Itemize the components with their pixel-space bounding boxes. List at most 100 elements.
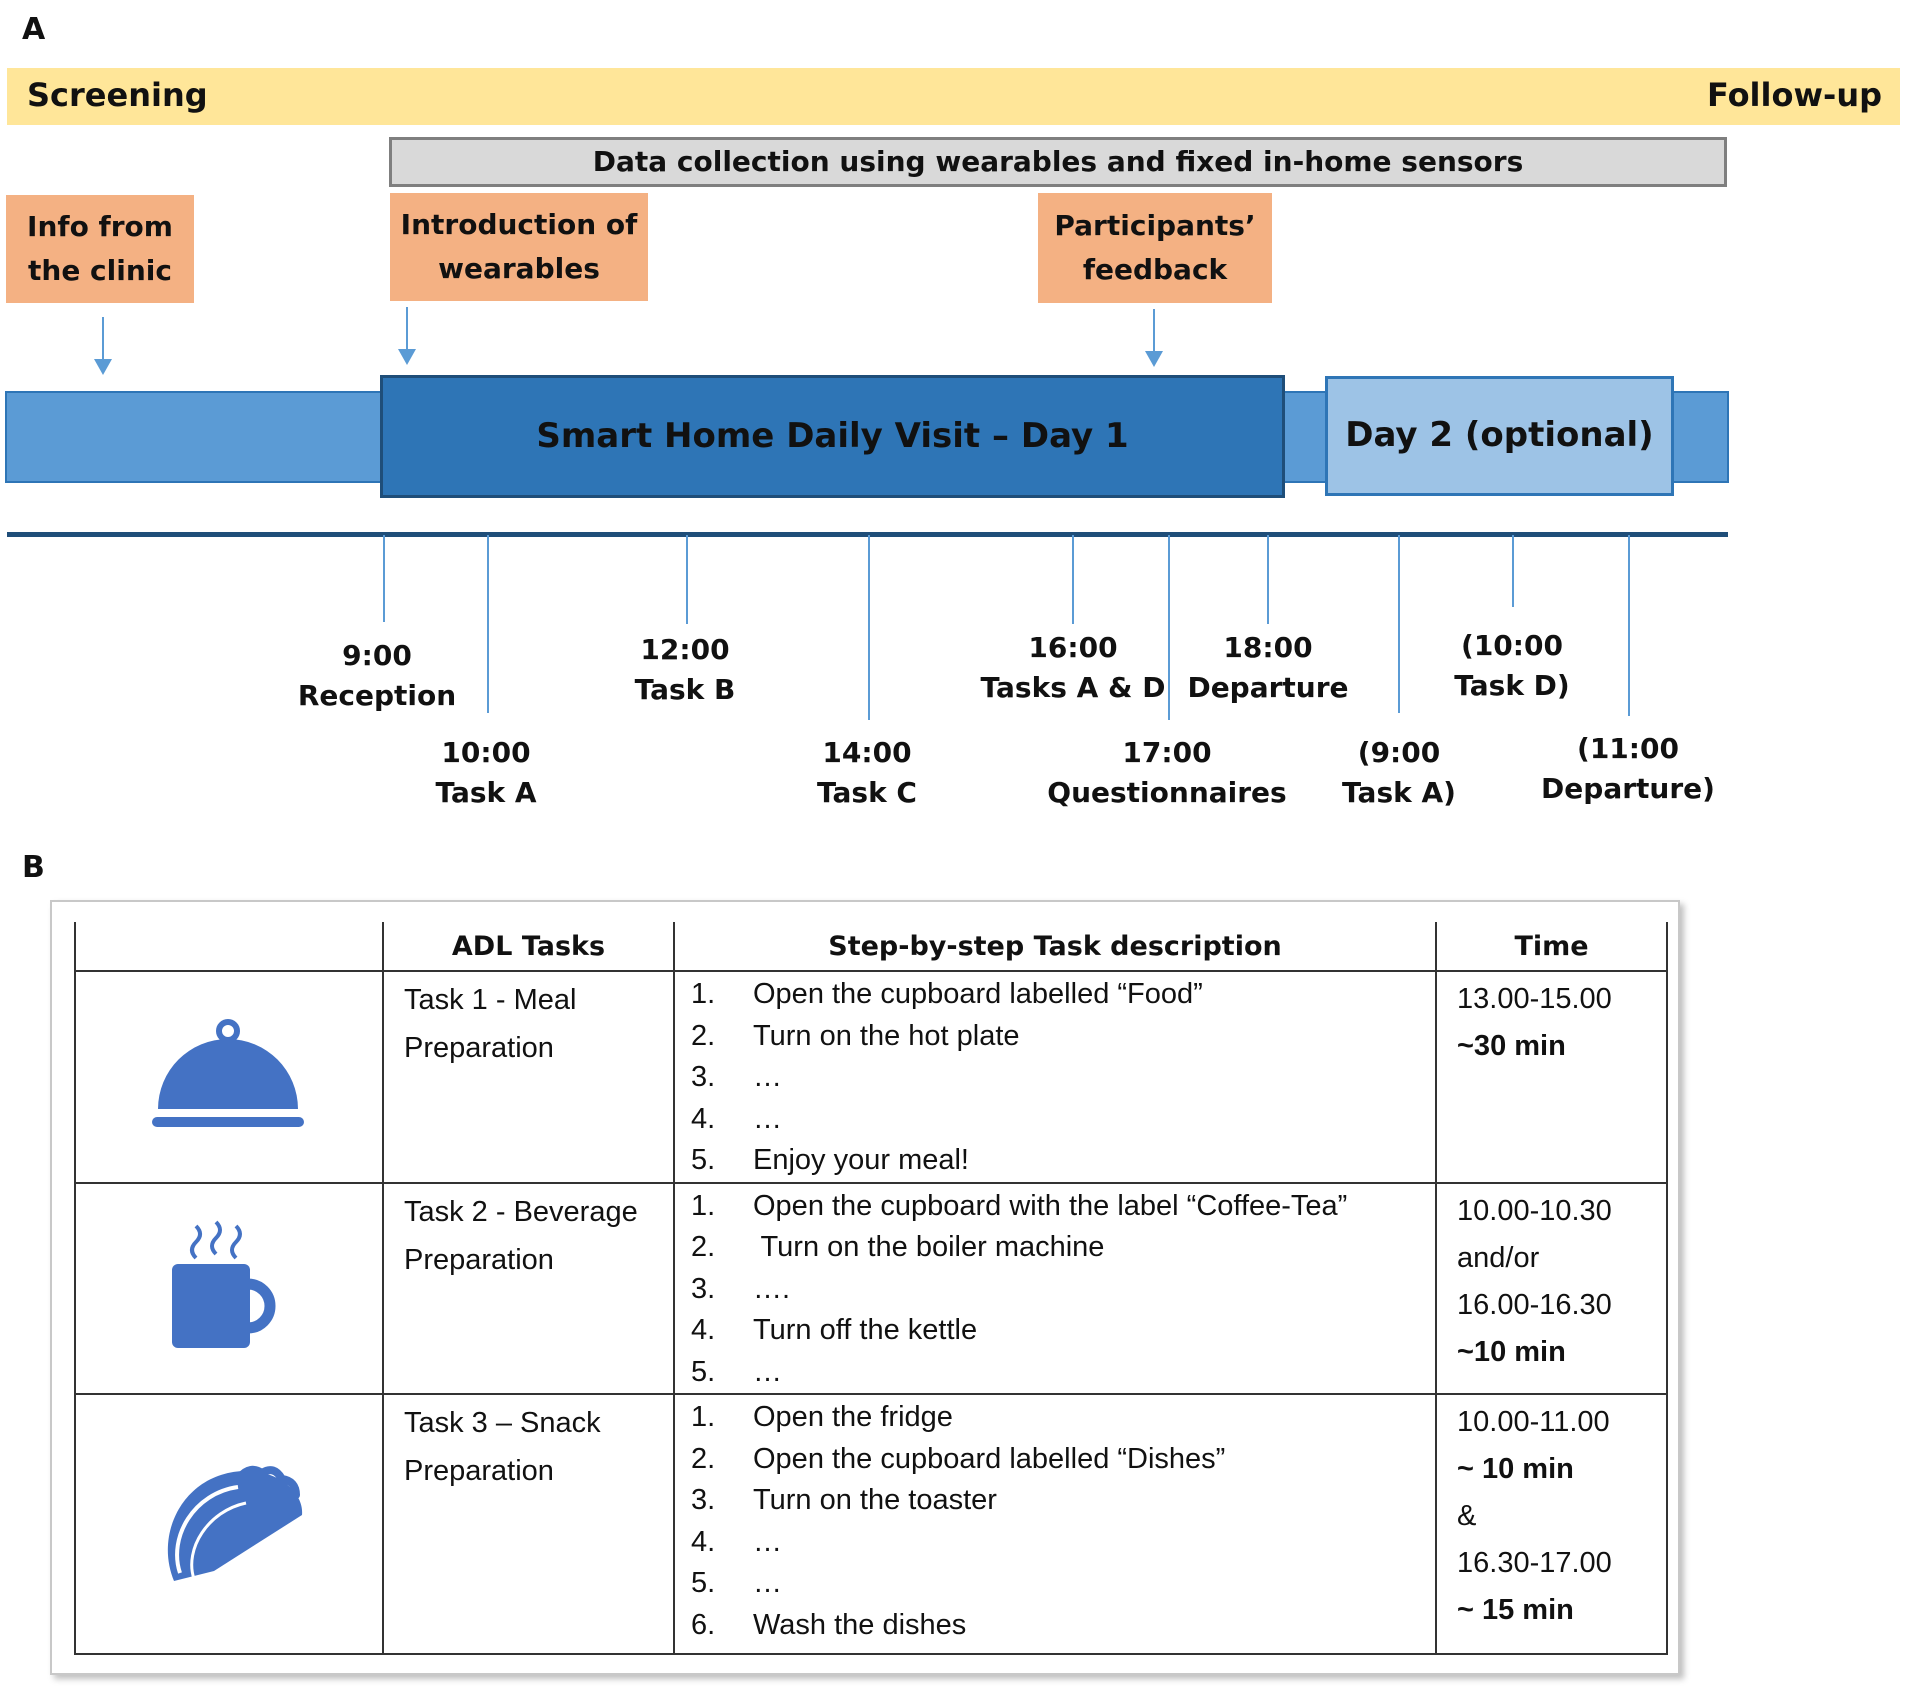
event-label: Task B <box>634 673 736 706</box>
task-name-cell: Task 2 - Beverage Preparation <box>382 1181 675 1395</box>
hot-mug-icon <box>172 1220 276 1348</box>
tick-1200 <box>686 535 688 624</box>
event-time: (9:00 <box>1357 736 1441 769</box>
arrow-down-icon <box>1145 351 1163 367</box>
time-cell: 10.00-10.30 and/or 16.00-16.30 ~10 min <box>1435 1181 1668 1395</box>
arrow-feedback-line <box>1153 309 1155 351</box>
time-duration: ~30 min <box>1457 1030 1566 1062</box>
event-time: (11:00 <box>1577 732 1679 765</box>
step-item: 3. Turn on the toaster <box>691 1480 1435 1522</box>
step-text: Open the fridge <box>753 1401 953 1433</box>
time-axis <box>7 532 1728 537</box>
event-day2-1000: (10:00 Task D) <box>1454 626 1569 706</box>
step-number: 4. <box>691 1314 716 1346</box>
info-box-line-2: the clinic <box>28 254 172 287</box>
step-item: 5.Enjoy your meal! <box>691 1140 1435 1182</box>
step-item: 5.… <box>691 1563 1435 1605</box>
step-item: 4.… <box>691 1522 1435 1564</box>
arrow-down-icon <box>94 359 112 375</box>
step-number: 1. <box>691 1189 716 1222</box>
step-number: 3. <box>691 1272 716 1305</box>
feedback-box-line-1: Participants’ <box>1054 209 1256 242</box>
covered-dish-icon <box>152 1019 304 1127</box>
task-name-cell: Task 3 – Snack Preparation <box>382 1393 675 1655</box>
step-text: Wash the dishes <box>753 1608 967 1641</box>
task-name-line: Task 2 - Beverage <box>404 1195 638 1228</box>
screening-label: Screening <box>27 76 208 114</box>
table-row: Task 3 – Snack Preparation 1. Open the fr… <box>74 1393 1668 1655</box>
step-number: 5. <box>691 1567 716 1599</box>
tick-0900 <box>383 535 385 622</box>
step-number: 2. <box>691 1442 716 1475</box>
time-line: 16.30-17.00 <box>1457 1547 1612 1579</box>
event-label: Questionnaires <box>1047 776 1287 809</box>
time-duration: ~ 15 min <box>1457 1594 1574 1626</box>
event-time: 16:00 <box>1028 631 1118 664</box>
icon-cell <box>74 970 384 1184</box>
step-item: 1.Open the cupboard labelled “Food” <box>691 974 1435 1016</box>
event-1400: 14:00 Task C <box>817 733 917 813</box>
event-1600: 16:00 Tasks A & D <box>981 628 1166 708</box>
step-text: … <box>753 1525 782 1558</box>
task-name-line: Preparation <box>404 1032 554 1064</box>
steps-cell: 1. Open the fridge 2. Open the cupboard la… <box>673 1393 1437 1655</box>
day1-visit-bar: Smart Home Daily Visit – Day 1 <box>380 375 1285 498</box>
step-text: Enjoy your meal! <box>753 1144 969 1176</box>
task-name-line: Preparation <box>404 1455 554 1487</box>
step-number: 5. <box>691 1355 716 1388</box>
step-item: 3.…. <box>691 1269 1435 1311</box>
event-1800: 18:00 Departure <box>1187 628 1348 708</box>
time-line: 10.00-11.00 <box>1457 1406 1610 1438</box>
event-time: 9:00 <box>342 639 412 672</box>
time-line: & <box>1457 1500 1477 1532</box>
table-row: Task 1 - Meal Preparation 1.Open the cup… <box>74 970 1668 1184</box>
tick-day2-1100 <box>1628 535 1630 716</box>
event-time: 17:00 <box>1122 736 1212 769</box>
step-number: 3. <box>691 1061 716 1093</box>
introduction-wearables-box: Introduction of wearables <box>390 193 648 301</box>
intro-box-line-1: Introduction of <box>400 208 638 241</box>
task-name-line: Task 1 - Meal <box>404 984 577 1016</box>
icon-cell <box>74 1181 384 1395</box>
step-item: 3. … <box>691 1057 1435 1099</box>
event-time: 10:00 <box>441 736 531 769</box>
step-number: 6. <box>691 1608 716 1641</box>
step-text: … <box>753 1355 782 1388</box>
event-day2-0900: (9:00 Task A) <box>1342 733 1456 813</box>
step-number: 3. <box>691 1484 716 1516</box>
event-label: Departure <box>1187 671 1349 704</box>
info-box-line-1: Info from <box>27 210 173 243</box>
event-label: Reception <box>297 679 457 712</box>
step-text: Open the cupboard with the label “Coffee… <box>753 1189 1348 1222</box>
step-item: 2. Turn on the boiler machine <box>691 1227 1435 1269</box>
event-1000: 10:00 Task A <box>435 733 536 813</box>
event-label: Task A <box>435 776 537 809</box>
step-item: 5. … <box>691 1352 1435 1394</box>
step-text: … <box>753 1061 782 1093</box>
tick-day2-1000 <box>1512 535 1514 607</box>
taco-icon <box>167 1465 303 1581</box>
header-description: Step-by-step Task description <box>673 922 1437 972</box>
step-text: Open the cupboard labelled “Food” <box>753 978 1203 1010</box>
time-cell: 13.00-15.00 ~30 min <box>1435 970 1668 1184</box>
participants-feedback-box: Participants’ feedback <box>1038 193 1272 303</box>
step-text: Open the cupboard labelled “Dishes” <box>753 1442 1226 1475</box>
adl-task-table: ADL Tasks Step-by-step Task description … <box>74 922 1668 1655</box>
arrow-intro-line <box>406 307 408 349</box>
event-1700: 17:00 Questionnaires <box>1047 733 1286 813</box>
step-text: … <box>753 1102 782 1135</box>
step-text: Turn on the toaster <box>753 1484 997 1516</box>
header-adl-tasks: ADL Tasks <box>382 922 675 972</box>
icon-cell <box>74 1393 384 1655</box>
data-collection-bar: Data collection using wearables and fixe… <box>389 137 1727 187</box>
header-icon <box>74 922 384 972</box>
step-number: 2. <box>691 1231 716 1263</box>
step-number: 2. <box>691 1019 716 1052</box>
event-0900: 9:00 Reception <box>298 636 456 716</box>
intro-box-line-2: wearables <box>438 252 600 285</box>
step-number: 1. <box>691 1401 716 1433</box>
arrow-info-line <box>102 317 104 359</box>
task-name-line: Preparation <box>404 1243 554 1276</box>
tick-1600 <box>1072 535 1074 624</box>
event-label: Task A) <box>1342 776 1456 809</box>
